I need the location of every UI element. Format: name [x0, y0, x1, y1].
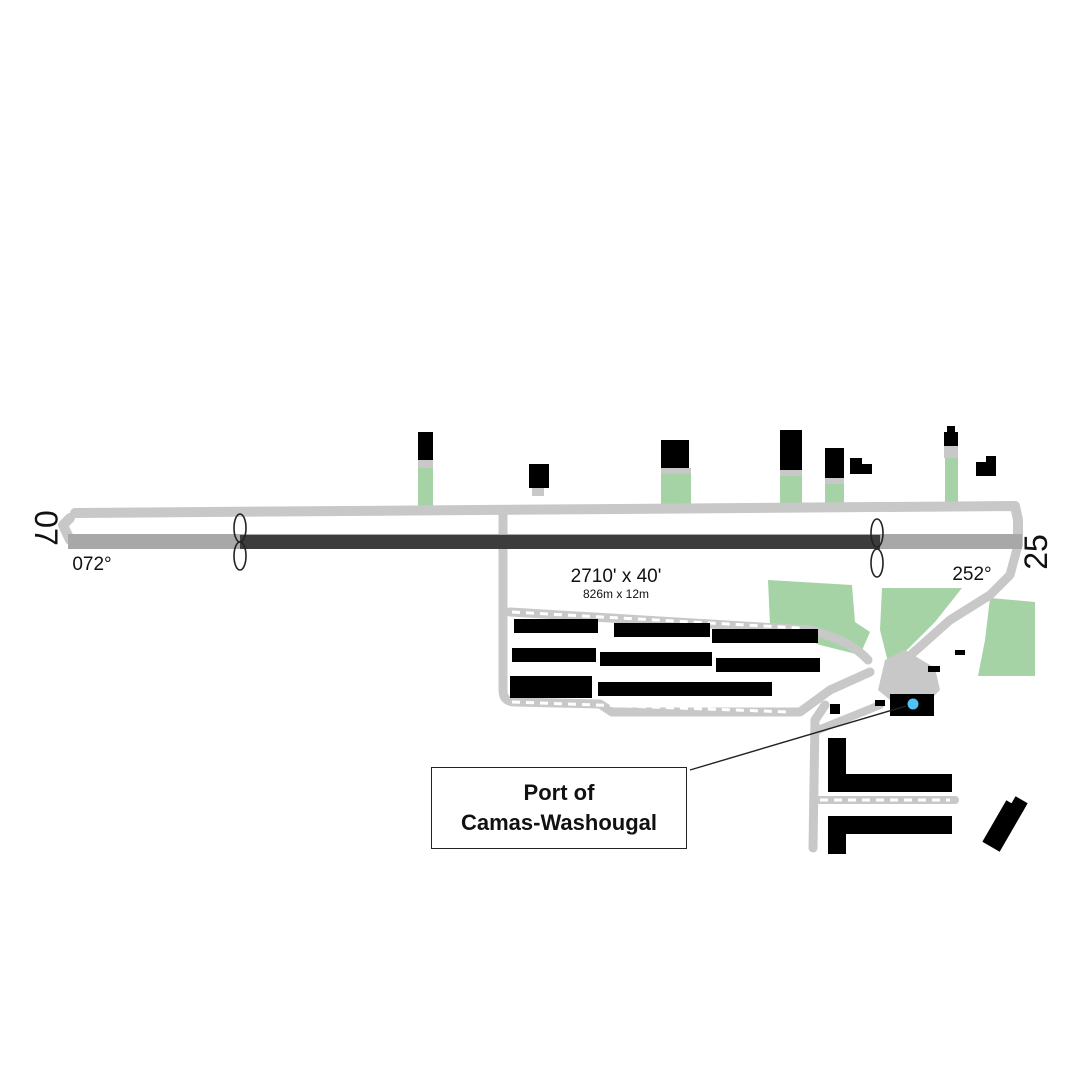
- tiedown-markings: [511, 610, 950, 802]
- ramp-area: [878, 650, 940, 700]
- runway-dimensions-imperial: 2710' x 40': [571, 566, 662, 587]
- hangar-lot: [418, 460, 433, 468]
- runway-threshold-east: [870, 518, 884, 578]
- grass-field: [880, 588, 962, 662]
- t-hangar: [828, 816, 952, 834]
- runway-heading-east: 252°: [952, 564, 991, 585]
- t-hangar: [510, 676, 592, 698]
- grass-strip: [825, 484, 844, 506]
- t-hangar: [514, 619, 598, 633]
- runway-heading-west: 072°: [72, 554, 111, 575]
- apron-taxiway: [900, 540, 1023, 665]
- runway-dimensions-metric: 826m x 12m: [583, 587, 649, 601]
- parallel-taxiway: [58, 501, 1023, 550]
- grass-field: [978, 598, 1035, 676]
- grass-field: [768, 580, 870, 655]
- tiedown-line: [511, 610, 801, 630]
- t-hangar: [512, 648, 596, 662]
- rotated-hangar: [982, 796, 1028, 852]
- small-structure: [955, 650, 965, 655]
- small-structure: [830, 704, 840, 714]
- south-taxiway: [808, 700, 830, 853]
- runway-end-west-label: 07: [28, 510, 64, 546]
- north-buildings: [418, 426, 996, 496]
- airport-name-callout: Port of Camas-Washougal: [431, 767, 687, 849]
- hangar-building: [418, 432, 433, 460]
- tiedown-line: [511, 700, 791, 714]
- south-hangars: [828, 738, 1028, 854]
- small-structure: [928, 666, 940, 672]
- t-hangar: [598, 682, 772, 696]
- runway: [68, 513, 1022, 578]
- hangar-building: [947, 426, 955, 434]
- hangar-building: [944, 432, 958, 446]
- grass-strip: [780, 476, 802, 506]
- hangar-building: [529, 464, 549, 488]
- runway-end-east-label: 25: [1018, 534, 1054, 570]
- hangar-lot: [825, 478, 844, 484]
- callout-leader-line: [689, 705, 907, 771]
- grass-strip: [661, 474, 691, 506]
- hangar-lot: [532, 488, 544, 496]
- t-hangar: [828, 774, 952, 792]
- t-hangar: [712, 629, 818, 643]
- hangar-lane: [814, 701, 884, 734]
- runway-threshold-west: [233, 513, 247, 571]
- beacon-icon: [906, 697, 920, 711]
- hangar-building: [860, 464, 872, 474]
- runway-paved: [240, 535, 880, 549]
- apron-taxiway: [498, 543, 875, 717]
- hangar-building: [986, 456, 996, 464]
- small-structure: [875, 700, 885, 706]
- grass-areas: [418, 458, 1035, 676]
- hangar-lot: [780, 470, 802, 476]
- t-hangar: [614, 623, 710, 637]
- apron-hangars: [510, 619, 965, 714]
- hangar-building: [661, 440, 689, 468]
- airport-name-line1: Port of: [523, 780, 595, 805]
- hangar-building: [850, 458, 862, 474]
- grass-strip: [418, 468, 433, 506]
- t-hangar: [716, 658, 820, 672]
- hangar-building: [780, 430, 802, 470]
- t-hangar: [828, 816, 846, 854]
- t-hangar: [600, 652, 712, 666]
- grass-strip: [945, 458, 958, 506]
- hangar-building: [976, 462, 996, 476]
- hangar-lot: [661, 468, 691, 474]
- airport-name-line2: Camas-Washougal: [460, 810, 657, 835]
- hangar-building: [825, 448, 844, 478]
- hangar-lot: [944, 446, 958, 458]
